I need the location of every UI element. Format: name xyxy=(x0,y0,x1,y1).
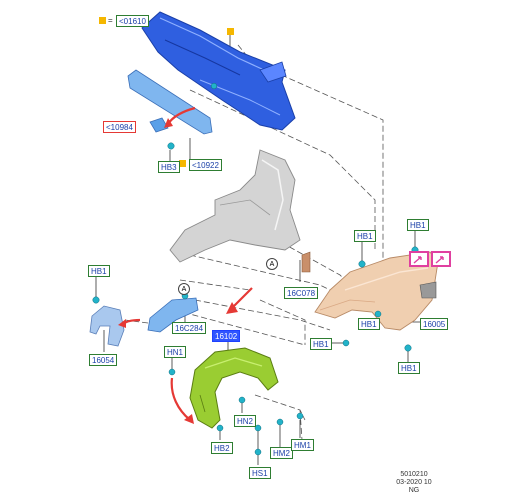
arrow-heads xyxy=(118,118,238,424)
diagram-id: 5010210 xyxy=(400,471,428,478)
notice-square xyxy=(227,28,234,35)
body-frame-part xyxy=(169,149,301,263)
callout-a: A xyxy=(266,258,278,270)
part-label-hb1[interactable]: HB1 xyxy=(358,318,380,330)
part-label-hm2[interactable]: HM2 xyxy=(270,447,293,459)
part-label-16c078[interactable]: 16C078 xyxy=(284,287,319,299)
notice-square xyxy=(179,160,186,167)
part-label-01610[interactable]: <01610 xyxy=(116,15,149,27)
part-label-hn1[interactable]: HN1 xyxy=(164,346,187,358)
legend-square xyxy=(99,17,106,24)
wheel-liner-part xyxy=(189,347,279,429)
dash-panel-part xyxy=(141,11,296,131)
bracket-16c078-part xyxy=(301,251,311,273)
legend-equals: = xyxy=(108,16,113,25)
part-label-hb2[interactable]: HB2 xyxy=(211,442,233,454)
connector-icon xyxy=(409,251,429,267)
part-label-10922[interactable]: <10922 xyxy=(189,159,222,171)
part-label-hn2[interactable]: HN2 xyxy=(234,415,257,427)
warning-icon xyxy=(431,251,451,267)
part-label-16054[interactable]: 16054 xyxy=(89,354,118,366)
part-label-hb1[interactable]: HB1 xyxy=(354,230,376,242)
part-label-hb3[interactable]: HB3 xyxy=(158,161,180,173)
part-label-16102[interactable]: 16102 xyxy=(212,330,241,342)
part-label-hs1[interactable]: HS1 xyxy=(249,467,271,479)
bracket-16c284-part xyxy=(147,297,199,333)
fender-part xyxy=(314,251,439,331)
callout-a: A xyxy=(178,283,190,295)
cowl-strip-part xyxy=(127,69,213,135)
part-label-16005[interactable]: 16005 xyxy=(420,318,449,330)
fastener-clips xyxy=(92,82,419,456)
part-label-hb1[interactable]: HB1 xyxy=(310,338,332,350)
bracket-16054-part xyxy=(89,305,125,347)
part-label-16c284[interactable]: 16C284 xyxy=(172,322,207,334)
diagram-date: 03-2020 10 xyxy=(396,479,432,486)
part-label-hm1[interactable]: HM1 xyxy=(291,439,314,451)
diagram-region: NG xyxy=(408,487,420,494)
part-label-hb1[interactable]: HB1 xyxy=(398,362,420,374)
part-label-hb1[interactable]: HB1 xyxy=(88,265,110,277)
part-label-hb1[interactable]: HB1 xyxy=(407,219,429,231)
part-label-10984[interactable]: <10984 xyxy=(103,121,136,133)
